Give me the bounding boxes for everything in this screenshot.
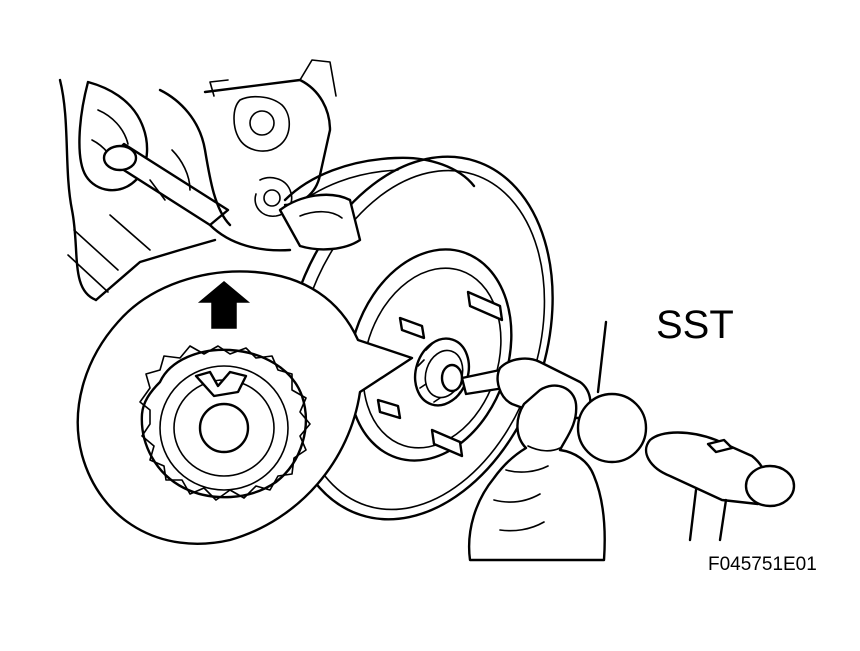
hammer [576, 392, 796, 542]
direction-up-arrow [197, 281, 251, 329]
sst-label: SST [656, 303, 734, 347]
suspension-assembly [58, 59, 337, 302]
hand [468, 384, 606, 562]
figure-code: F045751E01 [708, 554, 817, 575]
zoom-detail-inset [76, 270, 414, 545]
